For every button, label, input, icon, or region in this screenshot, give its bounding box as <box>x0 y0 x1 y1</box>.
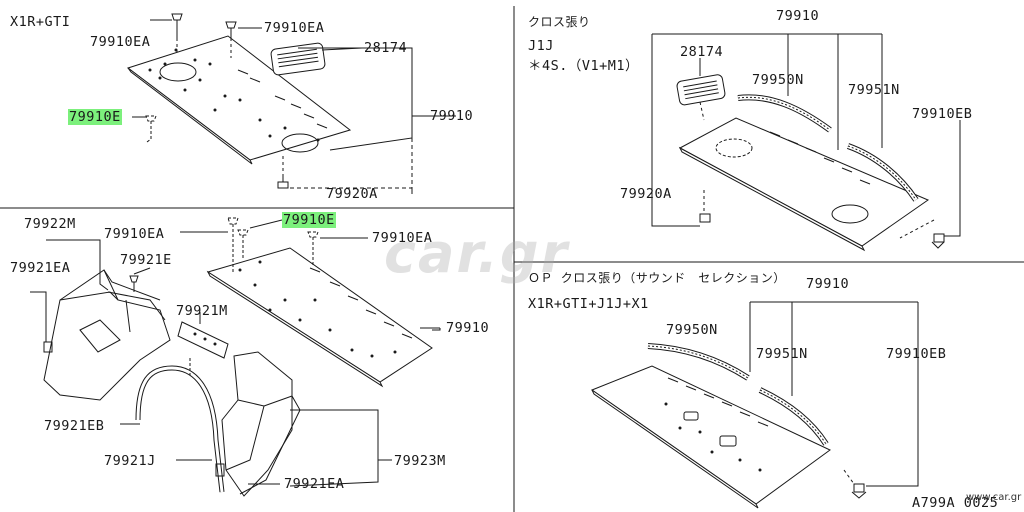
part-label: 79910 <box>776 8 820 24</box>
header-line: ＊4S.（V1+M1） <box>528 58 640 74</box>
part-label: 79910EA <box>104 226 165 242</box>
part-label: 79920A <box>326 186 378 202</box>
header-line: X1R+GTI+J1J+X1 <box>528 296 649 312</box>
part-label: 79950N <box>666 322 718 338</box>
part-label: 79910 <box>446 320 490 336</box>
diagram-code: A799A 0025 <box>912 495 999 511</box>
part-label: 79921E <box>120 252 172 268</box>
part-label: 79922M <box>24 216 76 232</box>
part-label: 79920A <box>620 186 672 202</box>
part-label: 79921J <box>104 453 156 469</box>
part-label: 79950N <box>752 72 804 88</box>
part-label: 79921EA <box>10 260 71 276</box>
top-left-shelf <box>126 13 456 194</box>
part-label-highlighted: 79910E <box>282 212 336 228</box>
part-label: 79910 <box>806 276 850 292</box>
header-line: クロス張り <box>528 15 591 29</box>
part-label: 79921EB <box>44 418 105 434</box>
top-right-assembly <box>651 33 961 252</box>
part-label: 79951N <box>756 346 808 362</box>
part-label: 28174 <box>680 44 724 60</box>
watermark: car.gr <box>384 222 570 285</box>
part-label: 79910EA <box>264 20 325 36</box>
header-line: ＯＰ クロス張り（サウンド セレクション） <box>528 271 786 285</box>
part-label-highlighted: 79910E <box>68 109 122 125</box>
part-label: 79910EA <box>90 34 151 50</box>
part-label: 79951N <box>848 82 900 98</box>
bottom-left-assembly <box>30 217 441 497</box>
bottom-right-assembly <box>590 301 919 509</box>
part-label: 79910EB <box>886 346 947 362</box>
header-line: J1J <box>528 38 554 54</box>
part-label: 79921EA <box>284 476 345 492</box>
variant-label-x1r-gti: X1R+GTI <box>10 14 71 30</box>
part-label: 79910 <box>430 108 474 124</box>
part-label: 28174 <box>364 40 408 56</box>
part-label: 79921M <box>176 303 228 319</box>
site-watermark: www.car.gr <box>966 492 1022 503</box>
part-label: 79923M <box>394 453 446 469</box>
part-label: 79910EB <box>912 106 973 122</box>
part-label: 79910EA <box>372 230 433 246</box>
